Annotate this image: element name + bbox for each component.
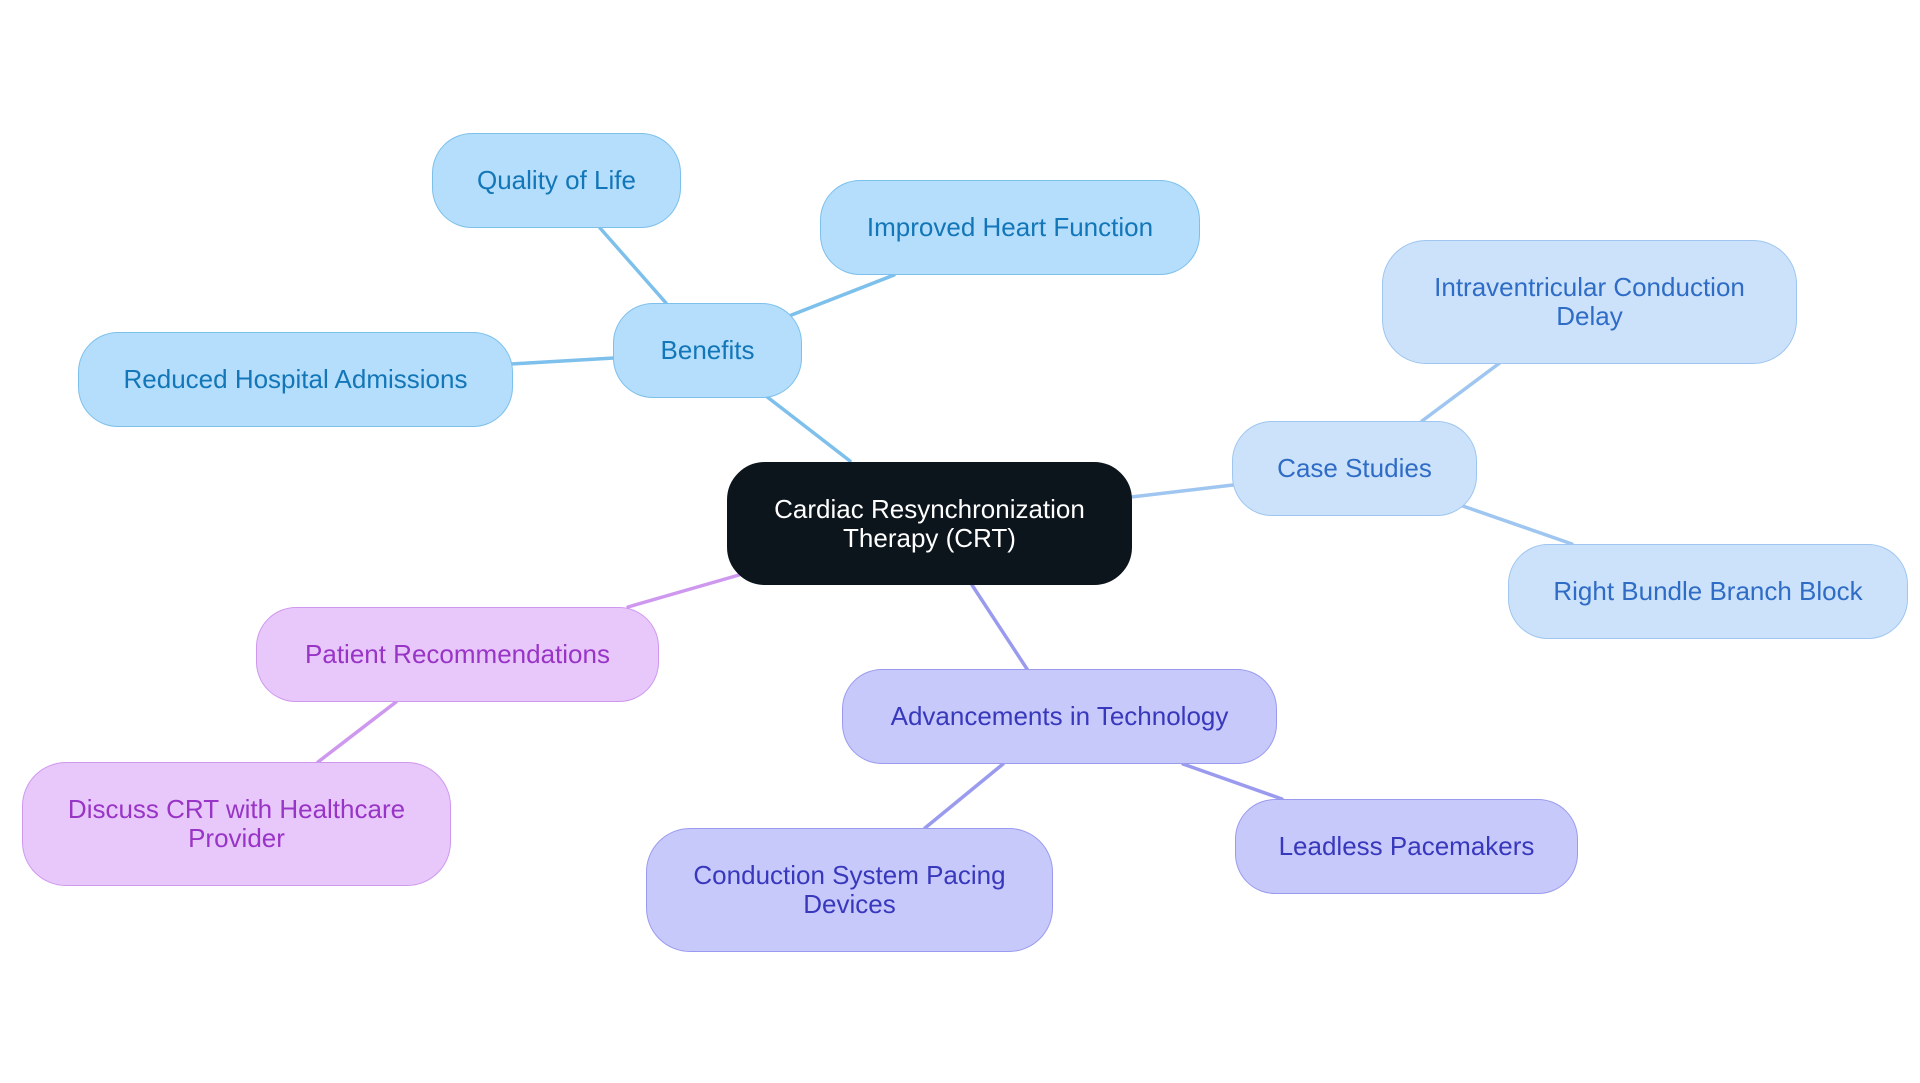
leaf-improved-heart-function-label: Improved Heart Function bbox=[866, 212, 1154, 242]
connector-root-cases bbox=[1129, 483, 1235, 499]
branch-case-studies-label: Case Studies bbox=[1277, 453, 1432, 483]
branch-patient-recommendations-node: Patient Recommendations bbox=[256, 607, 659, 702]
leaf-intraventricular-conduction-delay: Intraventricular Conduction Delay bbox=[1382, 240, 1797, 364]
connector-root-benefits bbox=[764, 394, 852, 463]
branch-benefits-node: Benefits bbox=[613, 303, 802, 398]
leaf-leadless-pacemakers-label: Leadless Pacemakers bbox=[1278, 831, 1535, 861]
leaf-right-bundle-branch-block-label: Right Bundle Branch Block bbox=[1553, 576, 1863, 606]
root-node-label: Cardiac Resynchronization Therapy (CRT) bbox=[774, 493, 1085, 553]
leaf-conduction-system-pacing-devices: Conduction System Pacing Devices bbox=[646, 828, 1053, 952]
leaf-improved-heart-function: Improved Heart Function bbox=[820, 180, 1200, 275]
connector-tech-leadless bbox=[1181, 762, 1284, 801]
connector-benefits-heart bbox=[787, 273, 896, 318]
connector-cases-intraventricular bbox=[1420, 360, 1503, 423]
branch-benefits-label: Benefits bbox=[660, 335, 755, 365]
branch-patient-recommendations-label: Patient Recommendations bbox=[305, 639, 610, 669]
leaf-quality-of-life: Quality of Life bbox=[432, 133, 681, 228]
leaf-reduced-hospital-admissions: Reduced Hospital Admissions bbox=[78, 332, 513, 427]
leaf-discuss-crt-label: Discuss CRT with Healthcare Provider bbox=[67, 794, 406, 853]
leaf-reduced-hospital-admissions-label: Reduced Hospital Admissions bbox=[123, 364, 468, 394]
connector-root-tech bbox=[970, 583, 1029, 671]
branch-technology-label: Advancements in Technology bbox=[890, 701, 1229, 731]
leaf-intraventricular-conduction-delay-label: Intraventricular Conduction Delay bbox=[1434, 272, 1745, 331]
connector-benefits-quality bbox=[598, 226, 668, 305]
branch-case-studies-node: Case Studies bbox=[1232, 421, 1477, 516]
leaf-leadless-pacemakers: Leadless Pacemakers bbox=[1235, 799, 1578, 894]
connector-patients-discuss bbox=[316, 700, 398, 764]
branch-technology-node: Advancements in Technology bbox=[842, 669, 1277, 764]
leaf-conduction-system-pacing-devices-label: Conduction System Pacing Devices bbox=[693, 860, 1006, 919]
root-node: Cardiac Resynchronization Therapy (CRT) bbox=[727, 462, 1132, 585]
leaf-right-bundle-branch-block: Right Bundle Branch Block bbox=[1508, 544, 1908, 639]
connector-benefits-admissions bbox=[509, 356, 616, 366]
leaf-discuss-crt: Discuss CRT with Healthcare Provider bbox=[22, 762, 451, 886]
leaf-quality-of-life-label: Quality of Life bbox=[477, 165, 636, 195]
connector-root-patients bbox=[626, 573, 741, 609]
connector-cases-bundle bbox=[1458, 503, 1574, 546]
connector-tech-conduction bbox=[923, 762, 1005, 830]
